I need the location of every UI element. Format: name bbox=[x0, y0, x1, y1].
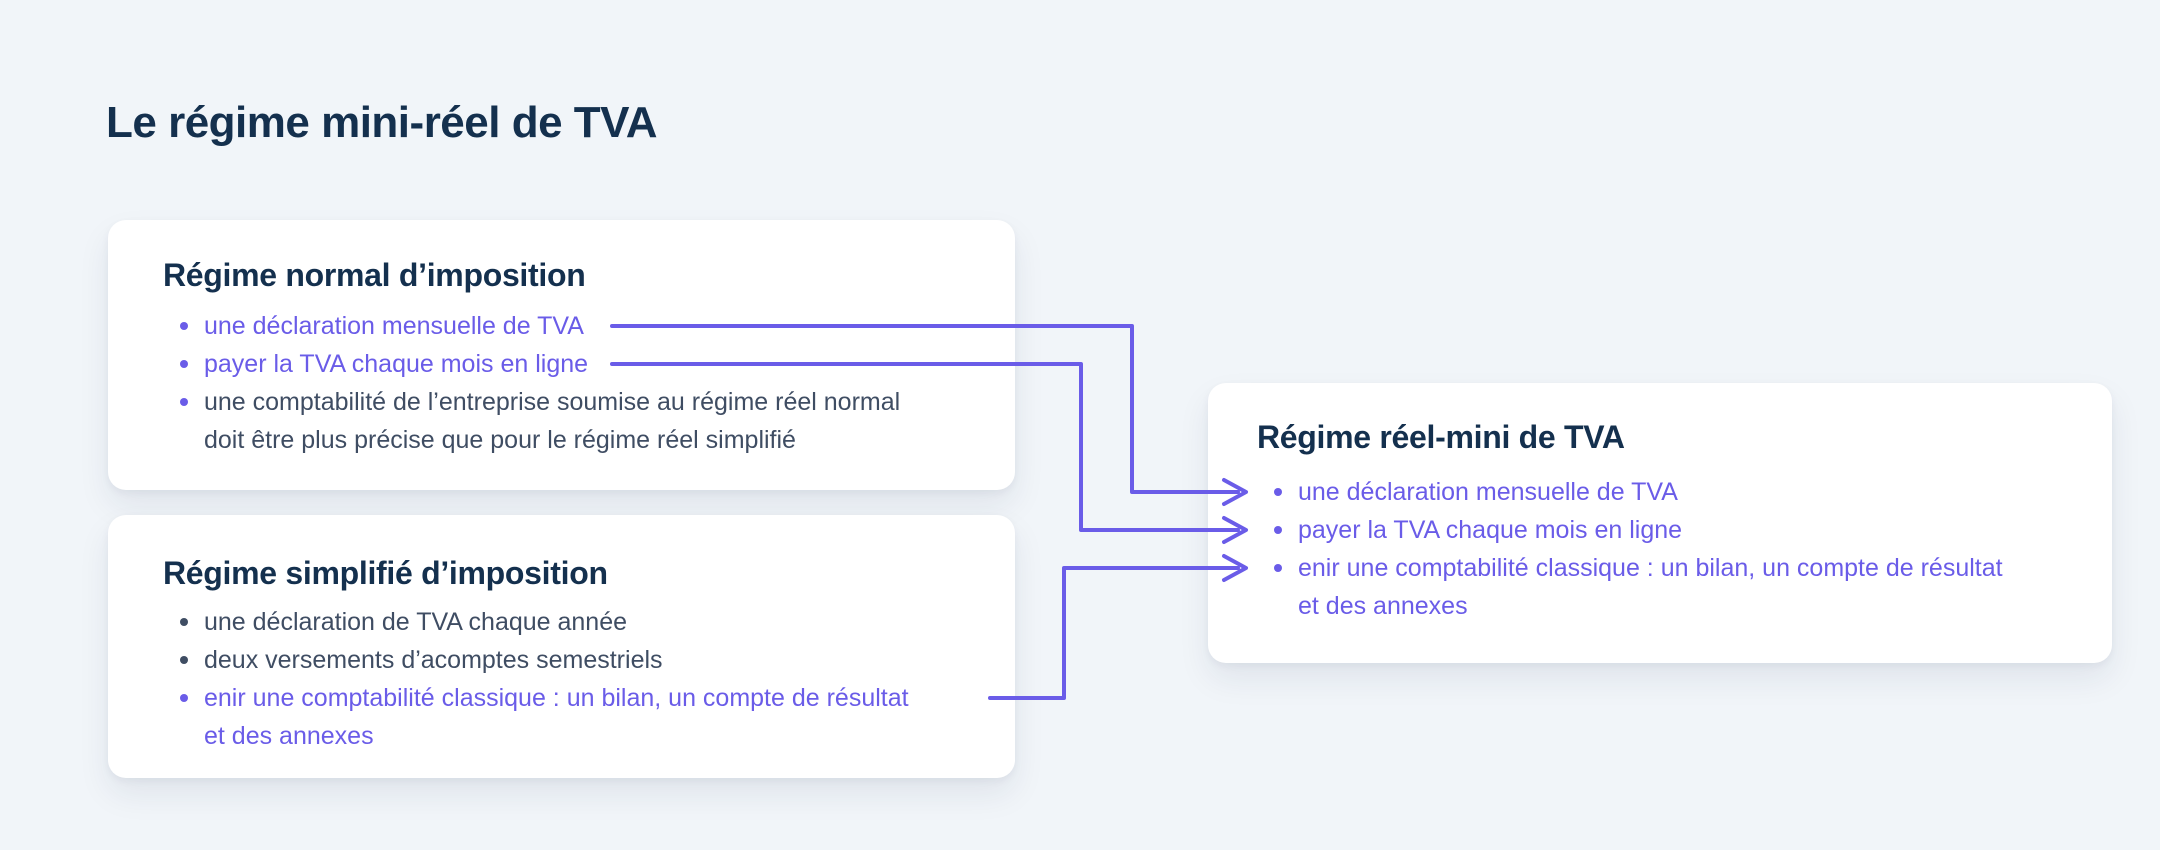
list-item: une déclaration mensuelle de TVA bbox=[180, 307, 985, 345]
card-heading: Régime réel-mini de TVA bbox=[1257, 419, 1625, 455]
card-regime-reel-mini: Régime réel-mini de TVA une déclaration … bbox=[1208, 383, 2112, 663]
list-item-text: deux versements d’acomptes semestriels bbox=[204, 646, 663, 674]
bullet-icon bbox=[180, 360, 188, 368]
card-heading: Régime normal d’imposition bbox=[163, 257, 586, 293]
list-item: payer la TVA chaque mois en ligne bbox=[1274, 511, 2082, 549]
list-item: une comptabilité de l’entreprise soumise… bbox=[180, 383, 985, 459]
bullet-icon bbox=[1274, 564, 1282, 572]
list-item-text: une déclaration mensuelle de TVA bbox=[204, 312, 584, 340]
bullet-icon bbox=[180, 656, 188, 664]
bullet-list: une déclaration mensuelle de TVA payer l… bbox=[1274, 473, 2082, 625]
bullet-list: une déclaration de TVA chaque année deux… bbox=[180, 603, 985, 755]
list-item: enir une comptabilité classique : un bil… bbox=[1274, 549, 2082, 625]
list-item-text: une déclaration mensuelle de TVA bbox=[1298, 478, 1678, 506]
list-item: enir une comptabilité classique : un bil… bbox=[180, 679, 985, 755]
bullet-icon bbox=[180, 322, 188, 330]
list-item: payer la TVA chaque mois en ligne bbox=[180, 345, 985, 383]
list-item-text: enir une comptabilité classique : un bil… bbox=[204, 684, 909, 750]
page-title: Le régime mini-réel de TVA bbox=[106, 98, 658, 147]
card-heading: Régime simplifié d’imposition bbox=[163, 555, 608, 591]
list-item-text: payer la TVA chaque mois en ligne bbox=[204, 350, 589, 378]
list-item-text: enir une comptabilité classique : un bil… bbox=[1298, 554, 2003, 620]
list-item-text: une déclaration de TVA chaque année bbox=[204, 608, 628, 636]
bullet-list: une déclaration mensuelle de TVA payer l… bbox=[180, 307, 985, 459]
list-item: deux versements d’acomptes semestriels bbox=[180, 641, 985, 679]
list-item: une déclaration mensuelle de TVA bbox=[1274, 473, 2082, 511]
card-regime-simplifie: Régime simplifié d’imposition une déclar… bbox=[108, 515, 1015, 778]
bullet-icon bbox=[180, 618, 188, 626]
card-regime-normal: Régime normal d’imposition une déclarati… bbox=[108, 220, 1015, 490]
bullet-icon bbox=[180, 694, 188, 702]
bullet-icon bbox=[180, 398, 188, 406]
list-item-text: payer la TVA chaque mois en ligne bbox=[1298, 516, 1683, 544]
bullet-icon bbox=[1274, 488, 1282, 496]
list-item-text: une comptabilité de l’entreprise soumise… bbox=[204, 388, 901, 454]
list-item: une déclaration de TVA chaque année bbox=[180, 603, 985, 641]
bullet-icon bbox=[1274, 526, 1282, 534]
